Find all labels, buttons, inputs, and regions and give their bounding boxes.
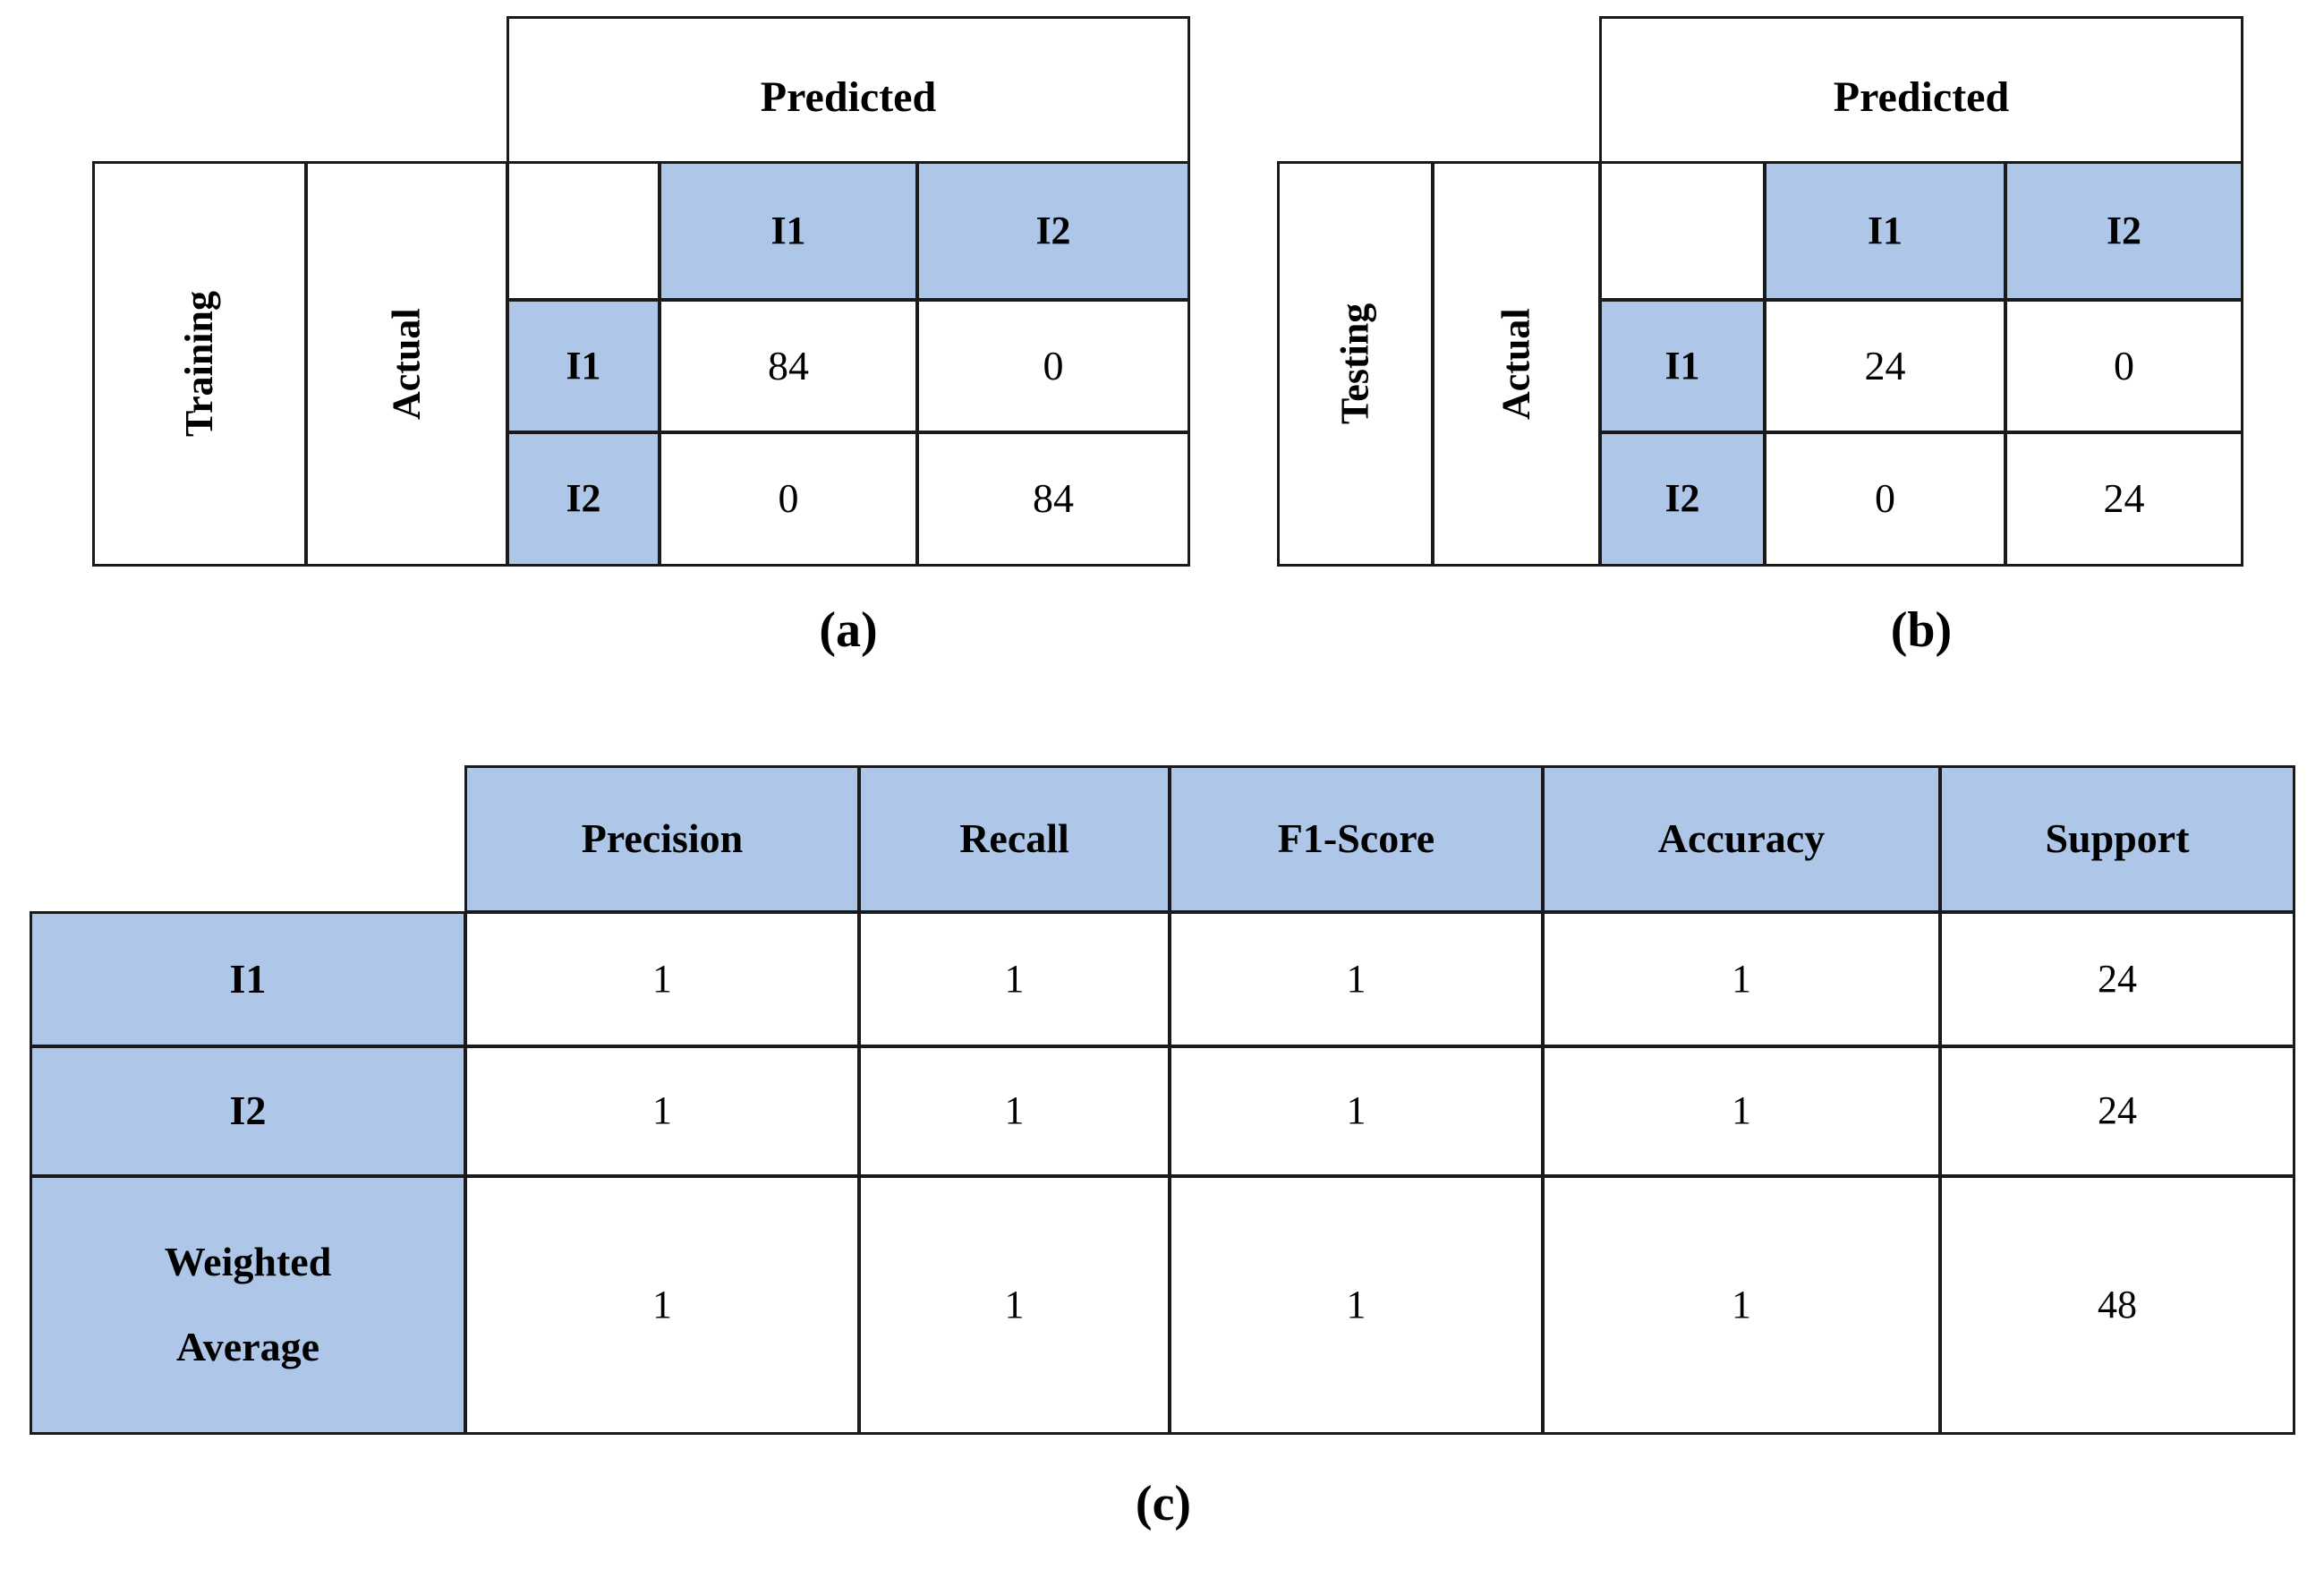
corner-cell-training xyxy=(507,161,660,301)
report-cell-i2-recall: 1 xyxy=(858,1045,1171,1177)
report-cell-weighted-f1score-text: 1 xyxy=(1346,1282,1366,1326)
report-cell-i2-accuracy: 1 xyxy=(1542,1045,1941,1177)
cell-training-i2-i2-text: 84 xyxy=(1033,475,1074,522)
actual-label-testing: Actual xyxy=(1494,308,1538,420)
report-cell-weighted-support-text: 48 xyxy=(2098,1282,2137,1326)
col-header-i1-testing: I1 xyxy=(1764,161,2006,301)
report-col-header-f1score-text: F1-Score xyxy=(1277,815,1435,862)
col-header-i2-training: I2 xyxy=(916,161,1190,301)
col-header-i1-training-text: I1 xyxy=(770,208,806,252)
panel-caption-a: (a) xyxy=(507,601,1190,659)
report-row-header-i2-text: I2 xyxy=(229,1088,267,1134)
report-cell-i1-f1score-text: 1 xyxy=(1346,956,1366,1001)
predicted-header-training: Predicted xyxy=(507,16,1190,180)
cell-testing-i1-i2-text: 0 xyxy=(2114,342,2134,388)
report-cell-weighted-support: 48 xyxy=(1939,1175,2295,1435)
panel-caption-b-text: (b) xyxy=(1890,602,1953,658)
cell-testing-i1-i1: 24 xyxy=(1764,299,2006,433)
report-cell-i2-accuracy-text: 1 xyxy=(1732,1088,1751,1133)
report-cell-i1-precision: 1 xyxy=(464,911,860,1047)
report-cell-i2-f1score-text: 1 xyxy=(1346,1088,1366,1133)
cell-testing-i2-i1-text: 0 xyxy=(1875,475,1895,522)
report-col-header-accuracy-text: Accuracy xyxy=(1657,815,1826,862)
training-split-label: Training xyxy=(176,291,221,438)
cell-training-i1-i2: 0 xyxy=(916,299,1190,433)
cell-training-i2-i1-text: 0 xyxy=(778,475,799,522)
col-header-i2-testing-text: I2 xyxy=(2106,208,2142,252)
row-header-i1-testing: I1 xyxy=(1599,299,1766,433)
report-cell-i1-support-text: 24 xyxy=(2098,956,2137,1001)
row-header-i2-testing-text: I2 xyxy=(1664,476,1700,521)
report-cell-weighted-recall: 1 xyxy=(858,1175,1171,1435)
report-cell-i1-f1score: 1 xyxy=(1169,911,1544,1047)
row-header-i1-training-text: I1 xyxy=(566,343,601,388)
report-col-header-accuracy: Accuracy xyxy=(1542,765,1941,913)
report-col-header-precision: Precision xyxy=(464,765,860,913)
training-split-label-cell: Training xyxy=(92,161,307,567)
cell-training-i1-i1: 84 xyxy=(659,299,918,433)
report-row-header-average-text: Average xyxy=(175,1324,320,1369)
row-header-i1-testing-text: I1 xyxy=(1664,343,1700,388)
report-cell-i1-accuracy-text: 1 xyxy=(1732,956,1751,1001)
cell-training-i1-i2-text: 0 xyxy=(1043,342,1064,388)
cell-training-i2-i2: 84 xyxy=(916,431,1190,567)
cell-testing-i1-i2: 0 xyxy=(2005,299,2243,433)
report-row-header-weighted-text: Weighted xyxy=(164,1239,332,1285)
report-cell-i1-support: 24 xyxy=(1939,911,2295,1047)
panel-caption-c: (c) xyxy=(1038,1475,1289,1532)
report-col-header-recall-text: Recall xyxy=(959,815,1069,862)
actual-label-training: Actual xyxy=(384,308,429,420)
testing-split-label-cell: Testing xyxy=(1277,161,1434,567)
row-header-i2-training-text: I2 xyxy=(566,476,601,521)
report-cell-i1-accuracy: 1 xyxy=(1542,911,1941,1047)
predicted-label: Predicted xyxy=(760,73,937,122)
predicted-header-testing: Predicted xyxy=(1599,16,2243,180)
report-col-header-support-text: Support xyxy=(2045,815,2190,862)
col-header-i1-training: I1 xyxy=(659,161,918,301)
cell-testing-i2-i1: 0 xyxy=(1764,431,2006,567)
testing-split-label: Testing xyxy=(1332,303,1377,425)
report-cell-weighted-precision-text: 1 xyxy=(652,1282,672,1326)
report-cell-i2-f1score: 1 xyxy=(1169,1045,1544,1177)
report-col-header-recall: Recall xyxy=(858,765,1171,913)
report-cell-i2-support-text: 24 xyxy=(2098,1088,2137,1133)
row-header-i2-training: I2 xyxy=(507,431,660,567)
predicted-label-testing: Predicted xyxy=(1833,73,2010,122)
cell-testing-i2-i2-text: 24 xyxy=(2103,475,2145,522)
report-cell-weighted-precision: 1 xyxy=(464,1175,860,1435)
cell-training-i2-i1: 0 xyxy=(659,431,918,567)
col-header-i1-testing-text: I1 xyxy=(1867,208,1903,252)
actual-label-cell-testing: Actual xyxy=(1432,161,1601,567)
report-row-header-i1: I1 xyxy=(30,911,466,1047)
panel-caption-b: (b) xyxy=(1599,601,2243,659)
row-header-i2-testing: I2 xyxy=(1599,431,1766,567)
cell-testing-i2-i2: 24 xyxy=(2005,431,2243,567)
report-row-header-i1-text: I1 xyxy=(229,955,267,1002)
report-cell-i1-recall-text: 1 xyxy=(1004,956,1025,1001)
report-cell-i1-recall: 1 xyxy=(858,911,1171,1047)
report-row-header-i2: I2 xyxy=(30,1045,466,1177)
panel-caption-a-text: (a) xyxy=(819,602,878,658)
report-cell-i2-precision-text: 1 xyxy=(652,1088,672,1133)
cell-training-i1-i1-text: 84 xyxy=(768,342,809,388)
report-cell-weighted-accuracy-text: 1 xyxy=(1732,1282,1751,1326)
report-col-header-f1score: F1-Score xyxy=(1169,765,1544,913)
panel-caption-c-text: (c) xyxy=(1135,1476,1192,1531)
row-header-i1-training: I1 xyxy=(507,299,660,433)
actual-label-cell-training: Actual xyxy=(305,161,508,567)
report-cell-i2-support: 24 xyxy=(1939,1045,2295,1177)
report-row-header-weighted-average: Weighted Average xyxy=(30,1175,466,1435)
cell-testing-i1-i1-text: 24 xyxy=(1864,342,1906,388)
report-col-header-support: Support xyxy=(1939,765,2295,913)
col-header-i2-testing: I2 xyxy=(2005,161,2243,301)
report-col-header-precision-text: Precision xyxy=(581,815,744,862)
report-cell-i2-recall-text: 1 xyxy=(1004,1088,1025,1133)
report-cell-weighted-f1score: 1 xyxy=(1169,1175,1544,1435)
corner-cell-testing xyxy=(1599,161,1766,301)
report-cell-i1-precision-text: 1 xyxy=(652,956,672,1001)
report-cell-i2-precision: 1 xyxy=(464,1045,860,1177)
report-cell-weighted-accuracy: 1 xyxy=(1542,1175,1941,1435)
report-cell-weighted-recall-text: 1 xyxy=(1004,1282,1025,1326)
col-header-i2-training-text: I2 xyxy=(1035,208,1071,252)
